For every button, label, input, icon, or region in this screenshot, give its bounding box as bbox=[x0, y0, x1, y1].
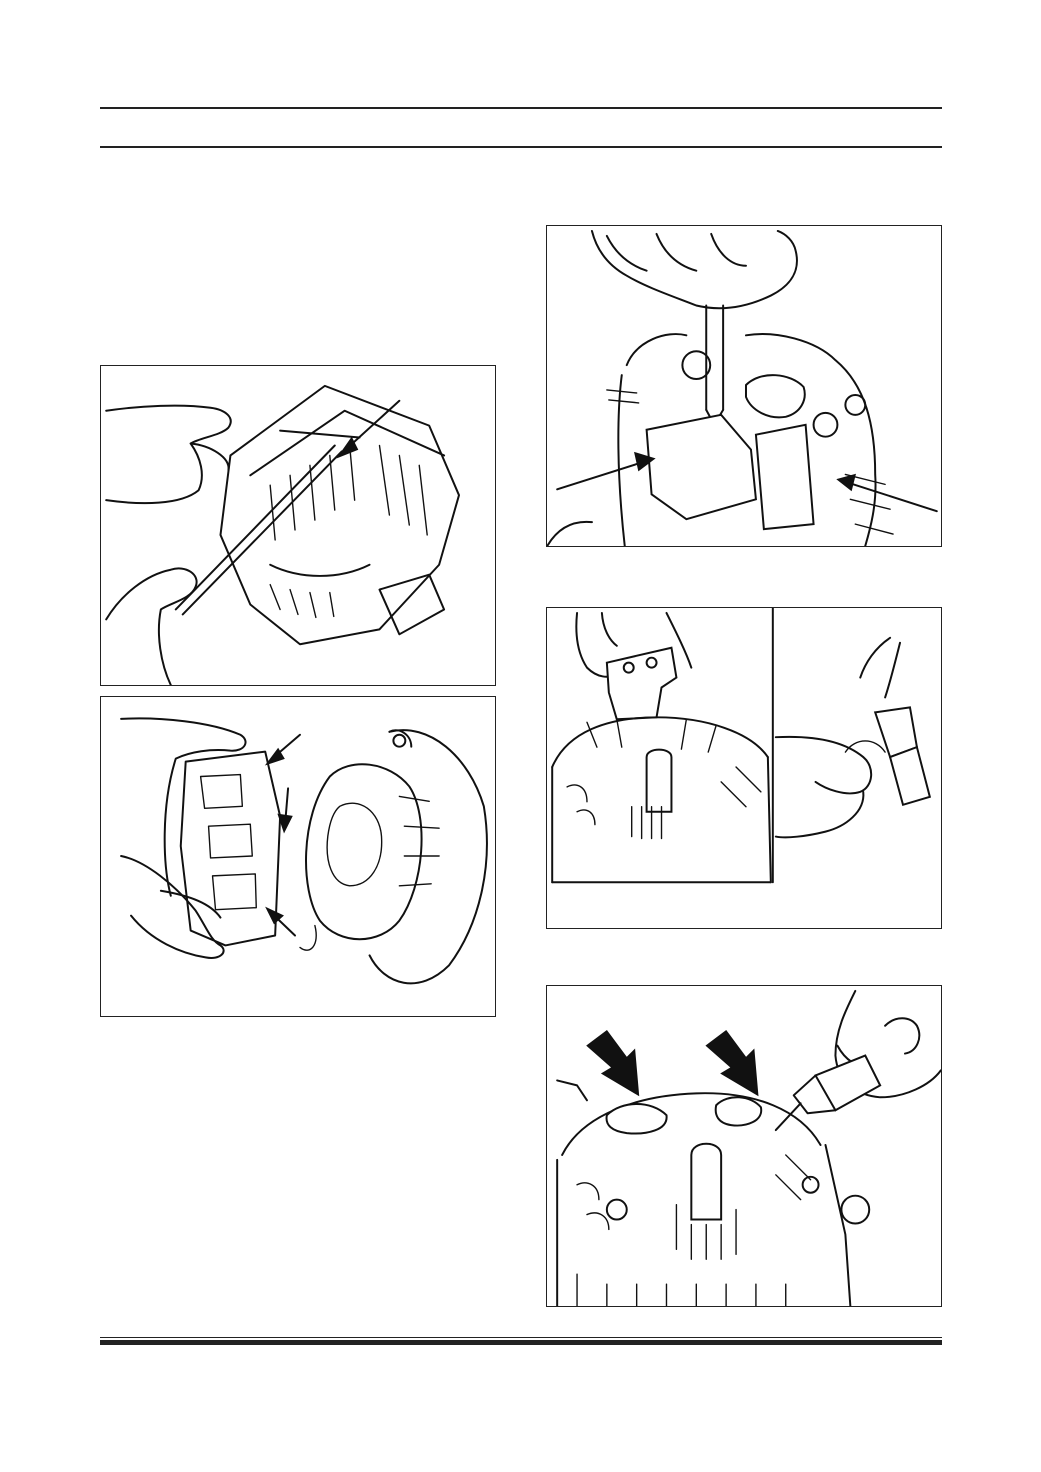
probe-tool-icon bbox=[174, 429, 361, 616]
header-rule-bottom bbox=[100, 146, 942, 148]
figure-separate-housings bbox=[100, 696, 496, 1017]
footer-rule-thick bbox=[100, 1340, 942, 1345]
arrow-icon bbox=[336, 399, 401, 459]
alternator-probe-illustration bbox=[105, 384, 460, 685]
front-housing-icon bbox=[299, 729, 488, 985]
hand-icon bbox=[774, 636, 902, 839]
alternator-rear-icon bbox=[556, 1079, 871, 1306]
figure-apply-sealant bbox=[546, 985, 942, 1307]
arrow-icon bbox=[264, 733, 301, 937]
brush-holder-icon bbox=[605, 646, 678, 721]
alternator-body-icon bbox=[219, 384, 460, 646]
figure-remove-brush-holder bbox=[546, 607, 942, 929]
alternator-rear-icon bbox=[551, 716, 772, 884]
screwdriver-icon bbox=[705, 304, 725, 426]
brush-holder-icon bbox=[844, 706, 932, 807]
rear-housing-icon bbox=[179, 750, 282, 947]
arrow-icon bbox=[556, 451, 938, 513]
alternator-separation-illustration bbox=[120, 717, 488, 985]
sealant-application-illustration bbox=[556, 989, 941, 1306]
sealant-tube-icon bbox=[774, 1054, 882, 1132]
header-rule-top bbox=[100, 107, 942, 109]
arrow-icon bbox=[586, 1030, 759, 1097]
figure-probe-stator-lead bbox=[100, 365, 496, 686]
alternator-rear-icon bbox=[547, 333, 894, 546]
figure-regulator-screws bbox=[546, 225, 942, 547]
regulator-removal-illustration bbox=[547, 229, 938, 546]
brush-holder-removal-illustration bbox=[551, 608, 932, 884]
footer-rule-thin bbox=[100, 1337, 942, 1338]
hand-icon bbox=[105, 404, 232, 685]
hand-icon bbox=[590, 229, 798, 310]
hand-icon bbox=[120, 717, 247, 959]
